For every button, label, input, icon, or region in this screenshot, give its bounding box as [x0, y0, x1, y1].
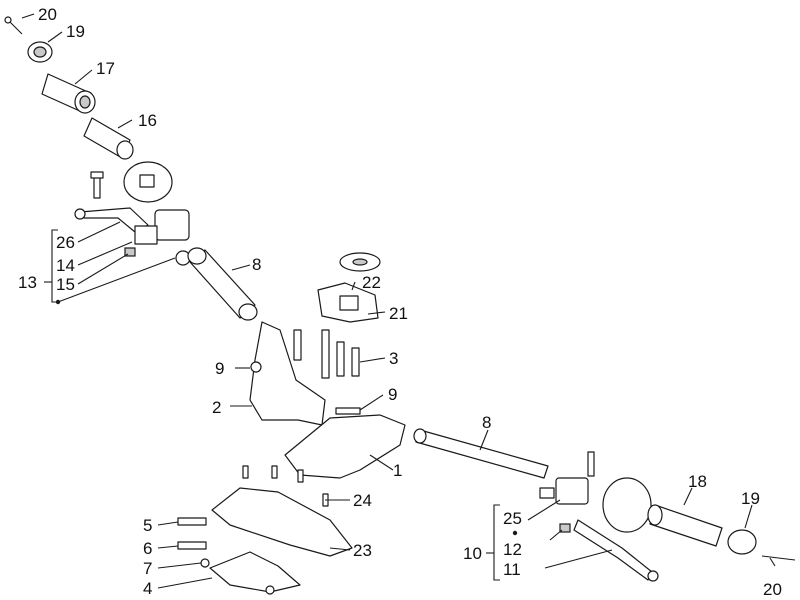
bar-end-weight-right [727, 529, 757, 555]
label-13: 13 [18, 273, 37, 292]
label-16: 16 [138, 111, 157, 130]
cap-top [339, 252, 381, 272]
label-23: 23 [353, 541, 372, 560]
leader-lines [21, 13, 776, 589]
handlebar-center-bracket [249, 321, 326, 426]
label-20-bottom: 20 [763, 580, 782, 599]
brake-lever-right [573, 519, 659, 582]
handlebar-tube-left [187, 247, 258, 321]
label-17: 17 [96, 59, 115, 78]
grip-left [41, 73, 96, 114]
label-18: 18 [688, 472, 707, 491]
label-19-top: 19 [66, 22, 85, 41]
label-22: 22 [362, 273, 381, 292]
label-15: 15 [56, 275, 75, 294]
bolts-set-3 [293, 329, 360, 379]
master-cylinder-left [134, 209, 191, 266]
label-1: 1 [393, 461, 402, 480]
label-9-right: 9 [388, 385, 397, 404]
label-6: 6 [143, 539, 152, 558]
label-26: 26 [56, 233, 75, 252]
switch-housing-right [602, 477, 652, 533]
label-8-upper: 8 [252, 255, 261, 274]
handlebar-tube-right [413, 428, 549, 479]
label-25: 25 [503, 509, 522, 528]
label-21: 21 [389, 304, 408, 323]
screw-left-end [4, 16, 23, 35]
clip-right [559, 523, 571, 533]
label-10: 10 [463, 544, 482, 563]
callout-labels: 20 19 17 16 8 22 21 3 9 2 9 8 1 24 23 5 … [18, 5, 782, 599]
clip-left [124, 247, 136, 257]
label-3: 3 [389, 349, 398, 368]
label-8-lower: 8 [482, 413, 491, 432]
grip-right [647, 504, 723, 547]
label-24: 24 [353, 491, 372, 510]
label-4: 4 [143, 579, 152, 598]
fasteners-5-6-7 [177, 517, 210, 568]
switch-housing-left [123, 161, 173, 203]
lower-cover [284, 414, 406, 479]
label-5: 5 [143, 516, 152, 535]
label-9-left: 9 [215, 359, 224, 378]
screw-9-right [335, 407, 361, 415]
label-14: 14 [56, 256, 75, 275]
screw-right-end [761, 555, 796, 561]
label-19-right: 19 [741, 489, 760, 508]
label-20-top: 20 [38, 5, 57, 24]
throttle-tube [83, 117, 134, 160]
brake-bracket-4 [209, 551, 301, 595]
upper-clamp [317, 282, 379, 323]
label-2: 2 [212, 398, 221, 417]
bolt-left-top [90, 171, 104, 199]
label-7: 7 [143, 559, 152, 578]
bar-end-weight-left [27, 41, 53, 63]
label-11: 11 [503, 560, 521, 579]
master-cylinder-right [539, 451, 595, 505]
handlebar-cover-23 [211, 487, 353, 557]
label-12: 12 [503, 540, 522, 559]
